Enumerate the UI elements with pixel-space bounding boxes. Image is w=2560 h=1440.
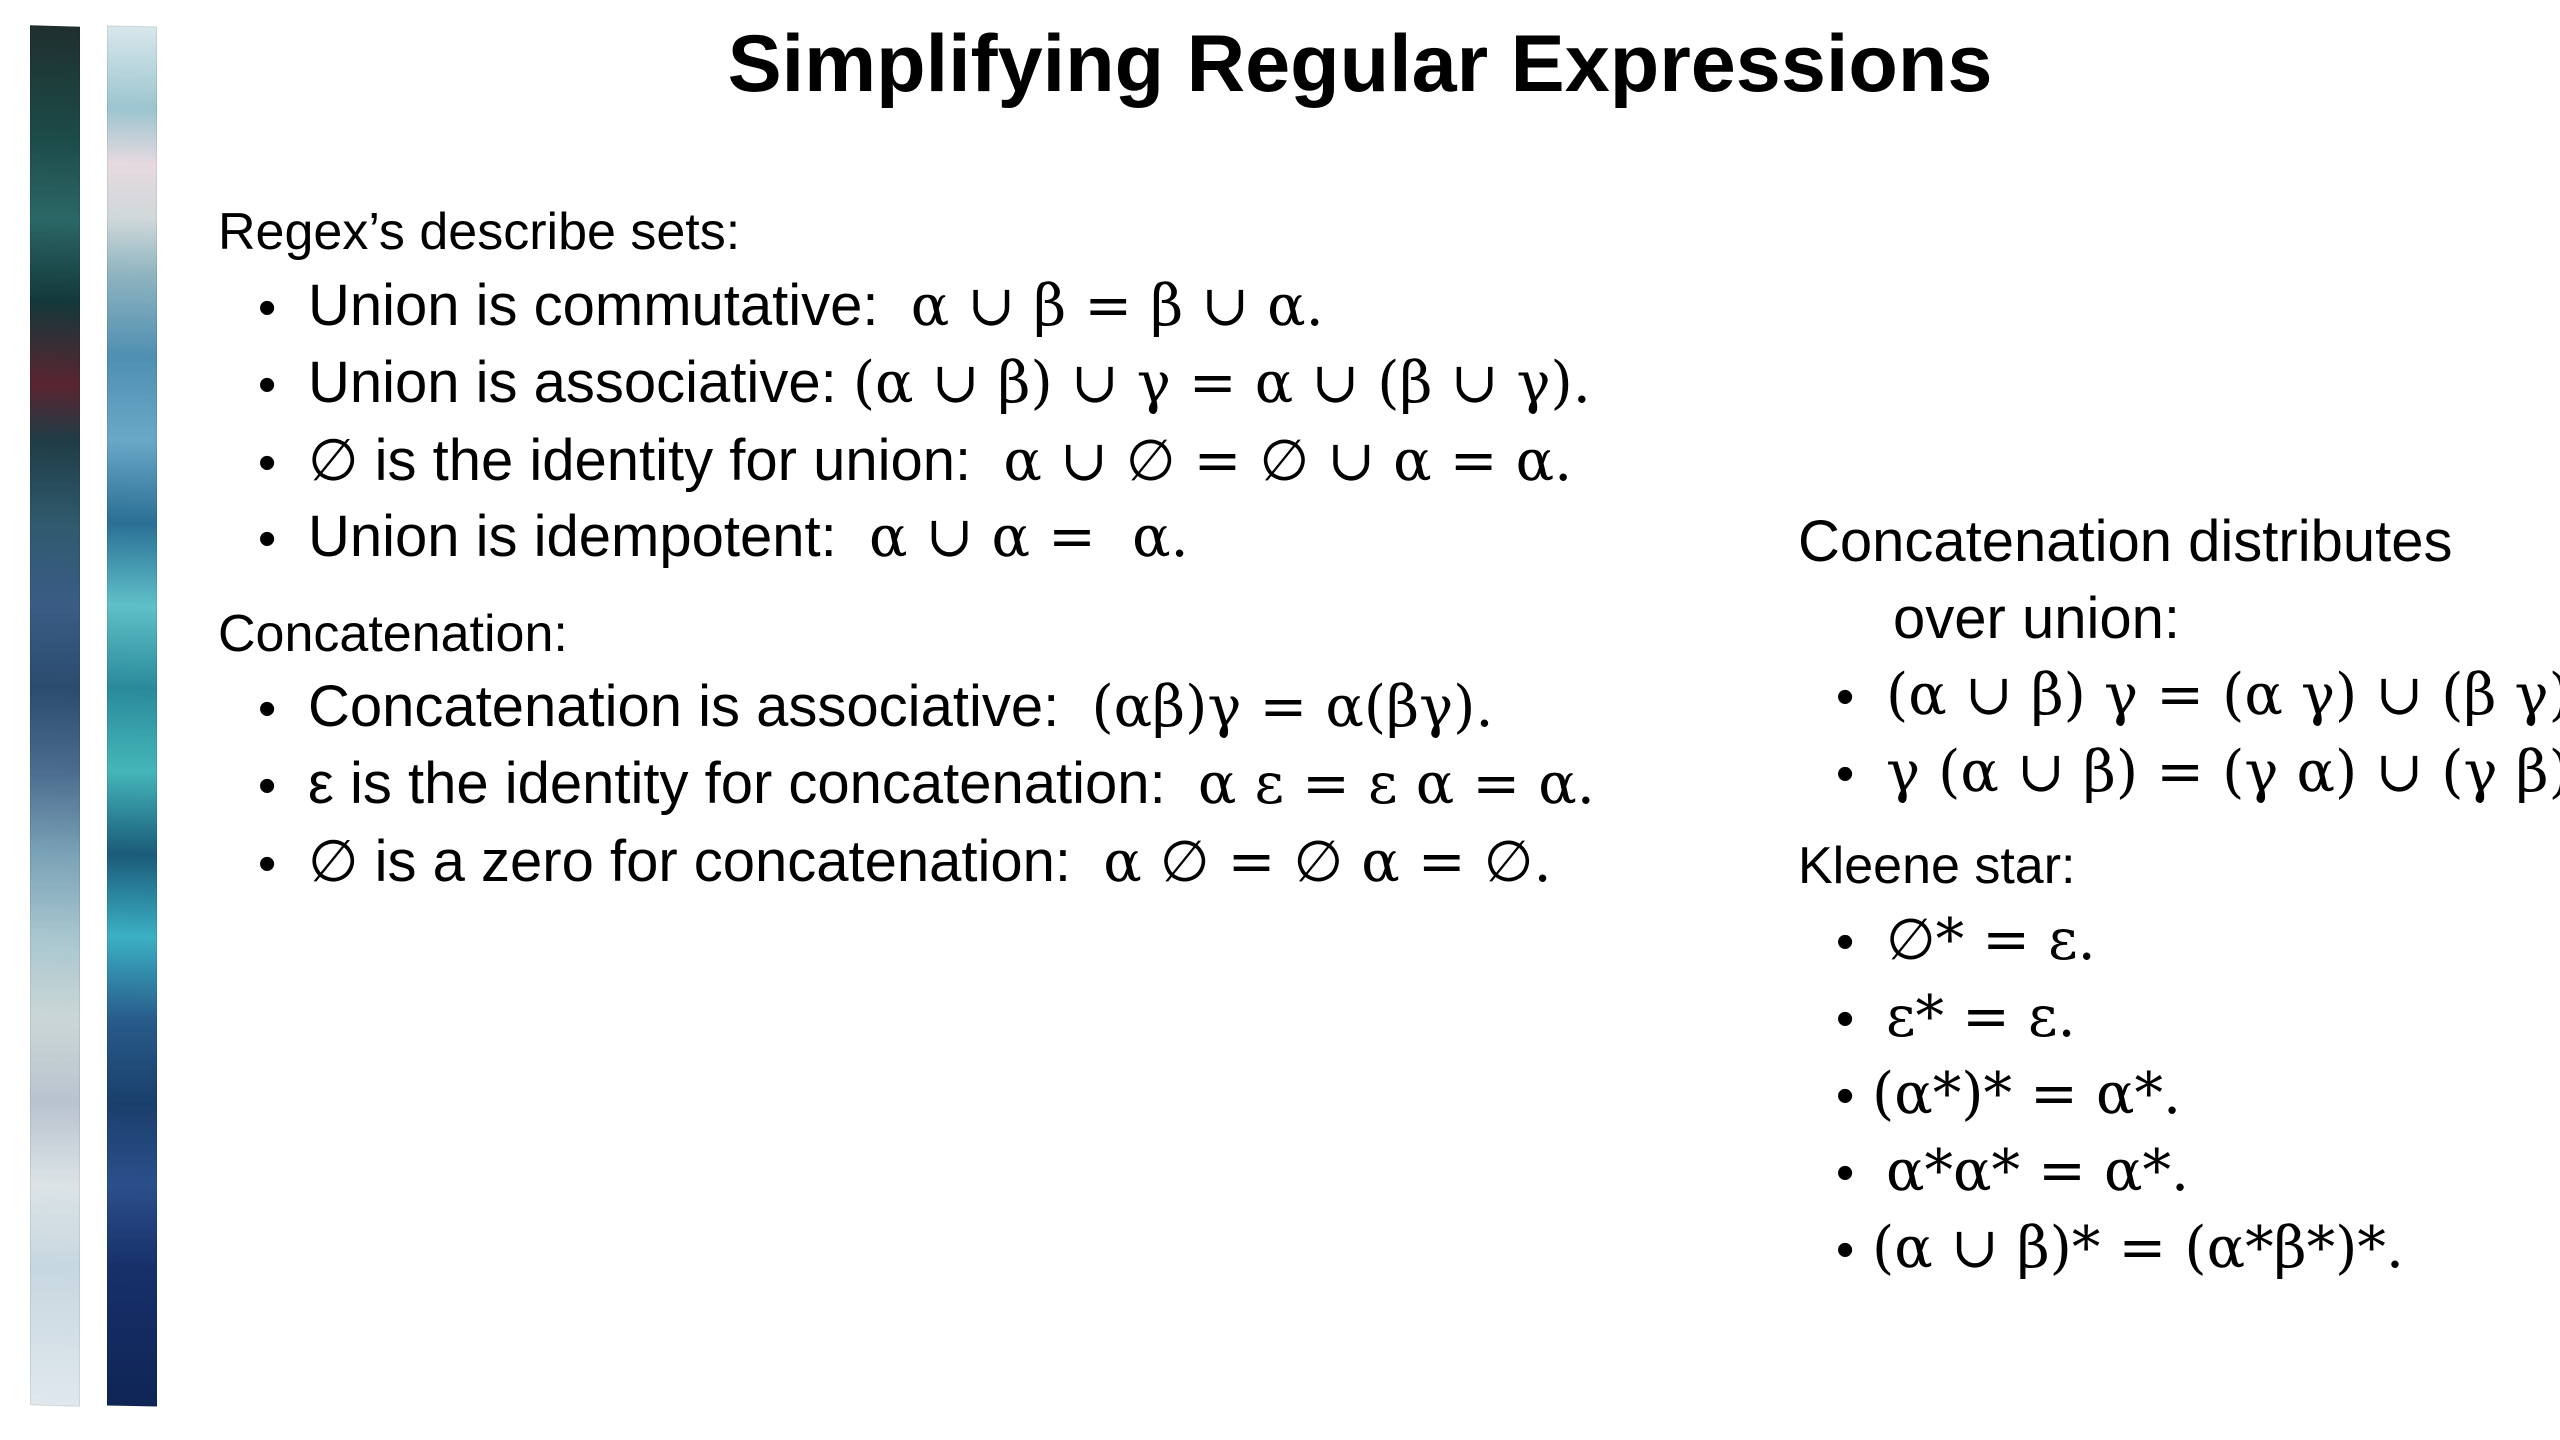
concat-rule: • Concatenation is associative: (αβ)γ = … — [258, 673, 1494, 740]
concat-heading: Concatenation: — [218, 605, 568, 663]
rule-math: (α*)* = α*. — [1872, 1061, 2182, 1127]
rule-text: ∅ is the identity for union: — [308, 428, 1004, 493]
distribution-rule: • γ (α ∪ β) = (γ α) ∪ (γ β). — [1836, 739, 2560, 805]
bullet: • — [1836, 913, 1855, 971]
bullet: • — [258, 356, 277, 414]
rule-math: ε* = ε. — [1886, 984, 2076, 1050]
kleene-rule: • ε* = ε. — [1836, 984, 2076, 1050]
rule-math: (α ∪ β)* = (α*β*)*. — [1872, 1215, 2404, 1281]
page-title: Simplifying Regular Expressions — [727, 19, 1993, 109]
rule-text: ∅ is a zero for concatenation: — [308, 829, 1104, 894]
rule-math: α*α* = α*. — [1886, 1138, 2190, 1204]
kleene-heading: Kleene star: — [1798, 837, 2076, 895]
bullet: • — [258, 434, 277, 492]
bullet: • — [1836, 1067, 1855, 1125]
rule-text: ε is the identity for concatenation: — [308, 751, 1198, 816]
union-rule: • Union is idempotent: α ∪ α = α. — [258, 503, 1189, 570]
bullet: • — [1836, 745, 1855, 803]
rule-math: (α ∪ β) γ = (α γ) ∪ (β γ). — [1886, 662, 2560, 728]
rule-math: α ∪ ∅ = ∅ ∪ α = α. — [1003, 428, 1573, 494]
kleene-rule: • ∅* = ε. — [1836, 907, 2096, 973]
rule-math: α ∅ = ∅ α = ∅. — [1103, 829, 1552, 895]
bullet: • — [258, 757, 277, 815]
union-rule: • ∅ is the identity for union: α ∪ ∅ = ∅… — [258, 426, 1572, 494]
bullet: • — [258, 835, 277, 893]
rule-text: Union is commutative: — [308, 273, 911, 338]
rule-math: γ (α ∪ β) = (γ α) ∪ (γ β). — [1886, 739, 2560, 805]
concat-rule: • ε is the identity for concatenation: α… — [258, 750, 1595, 817]
rule-text: Union is associative: — [308, 350, 853, 415]
bullet: • — [1836, 1221, 1855, 1279]
rule-text: Concatenation is associative: — [308, 674, 1092, 739]
union-heading: Regex’s describe sets: — [218, 203, 741, 261]
distribution-heading-line2: over union: — [1893, 586, 2180, 651]
distribution-rule: • (α ∪ β) γ = (α γ) ∪ (β γ). — [1836, 662, 2560, 728]
kleene-rule: • (α ∪ β)* = (α*β*)*. — [1836, 1215, 2404, 1281]
decorative-stripe-right — [107, 25, 157, 1407]
kleene-rule: • (α*)* = α*. — [1836, 1061, 2181, 1127]
rule-math: (α ∪ β) ∪ γ = α ∪ (β ∪ γ). — [852, 350, 1591, 416]
distribution-heading-line1: Concatenation distributes — [1798, 509, 2453, 574]
rule-math: α ∪ α = α. — [868, 504, 1189, 570]
rule-math: α ε = ε α = α. — [1197, 751, 1595, 817]
concat-rule: • ∅ is a zero for concatenation: α ∅ = ∅… — [258, 827, 1552, 895]
union-rule: • Union is commutative: α ∪ β = β ∪ α. — [258, 272, 1324, 339]
bullet: • — [1836, 668, 1855, 726]
bullet: • — [1836, 990, 1855, 1048]
bullet: • — [258, 510, 277, 568]
rule-math: (αβ)γ = α(βγ). — [1091, 674, 1494, 740]
union-rule: • Union is associative: (α ∪ β) ∪ γ = α … — [258, 349, 1591, 416]
bullet: • — [258, 279, 277, 337]
kleene-rule: • α*α* = α*. — [1836, 1138, 2189, 1204]
rule-text: Union is idempotent: — [308, 504, 869, 569]
rule-math: α ∪ β = β ∪ α. — [910, 273, 1324, 339]
bullet: • — [1836, 1144, 1855, 1202]
rule-math: ∅* = ε. — [1886, 907, 2096, 973]
bullet: • — [258, 680, 277, 738]
decorative-stripe-left — [30, 25, 80, 1407]
